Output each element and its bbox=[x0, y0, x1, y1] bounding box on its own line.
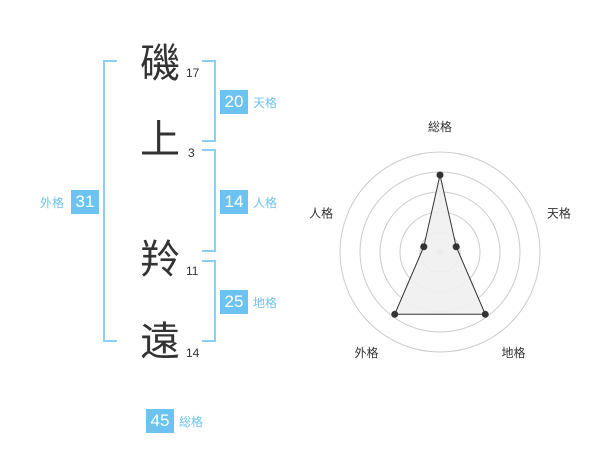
radar-point-2 bbox=[452, 243, 460, 251]
gaikaku-bracket bbox=[103, 60, 117, 342]
jinkaku-label: 人格 bbox=[253, 196, 278, 210]
soukaku-label: 総格 bbox=[179, 415, 204, 429]
gaikaku-label: 外格 bbox=[40, 196, 65, 210]
radar-axis-label-1: 総格 bbox=[428, 119, 452, 134]
stroke-count-1: 17 bbox=[186, 66, 200, 80]
gaikaku-badge: 31 bbox=[71, 190, 99, 214]
jinkaku-badge: 14 bbox=[220, 190, 248, 214]
stroke-count-3: 11 bbox=[186, 264, 199, 278]
chikaku-bracket bbox=[202, 260, 216, 342]
radar-data-polygon bbox=[393, 174, 487, 315]
name-char-4: 遠 bbox=[140, 319, 180, 365]
radar-axis-label-3: 地格 bbox=[501, 345, 525, 360]
radar-point-4 bbox=[391, 310, 399, 318]
radar-points bbox=[391, 171, 489, 318]
radar-point-3 bbox=[481, 310, 489, 318]
tenkaku-badge: 20 bbox=[220, 90, 248, 114]
radar-axis-label-5: 人格 bbox=[309, 205, 333, 220]
radar-axis-label-4: 外格 bbox=[354, 345, 378, 360]
name-char-3: 羚 bbox=[140, 237, 180, 283]
stroke-count-4: 14 bbox=[186, 346, 200, 360]
soukaku-badge: 45 bbox=[146, 409, 174, 433]
jinkaku-bracket bbox=[202, 149, 216, 252]
name-char-1: 磯 bbox=[140, 41, 180, 87]
chikaku-badge: 25 bbox=[220, 290, 248, 314]
tenkaku-label: 天格 bbox=[253, 96, 278, 110]
radar-ring bbox=[339, 151, 541, 353]
radar-point-5 bbox=[420, 243, 428, 251]
tenkaku-bracket bbox=[202, 60, 216, 142]
name-char-2: 上 bbox=[140, 117, 180, 163]
radar-point-1 bbox=[436, 171, 444, 179]
radar-axis-label-2: 天格 bbox=[547, 205, 571, 220]
stroke-count-2: 3 bbox=[188, 146, 195, 160]
chikaku-label: 地格 bbox=[253, 296, 278, 310]
